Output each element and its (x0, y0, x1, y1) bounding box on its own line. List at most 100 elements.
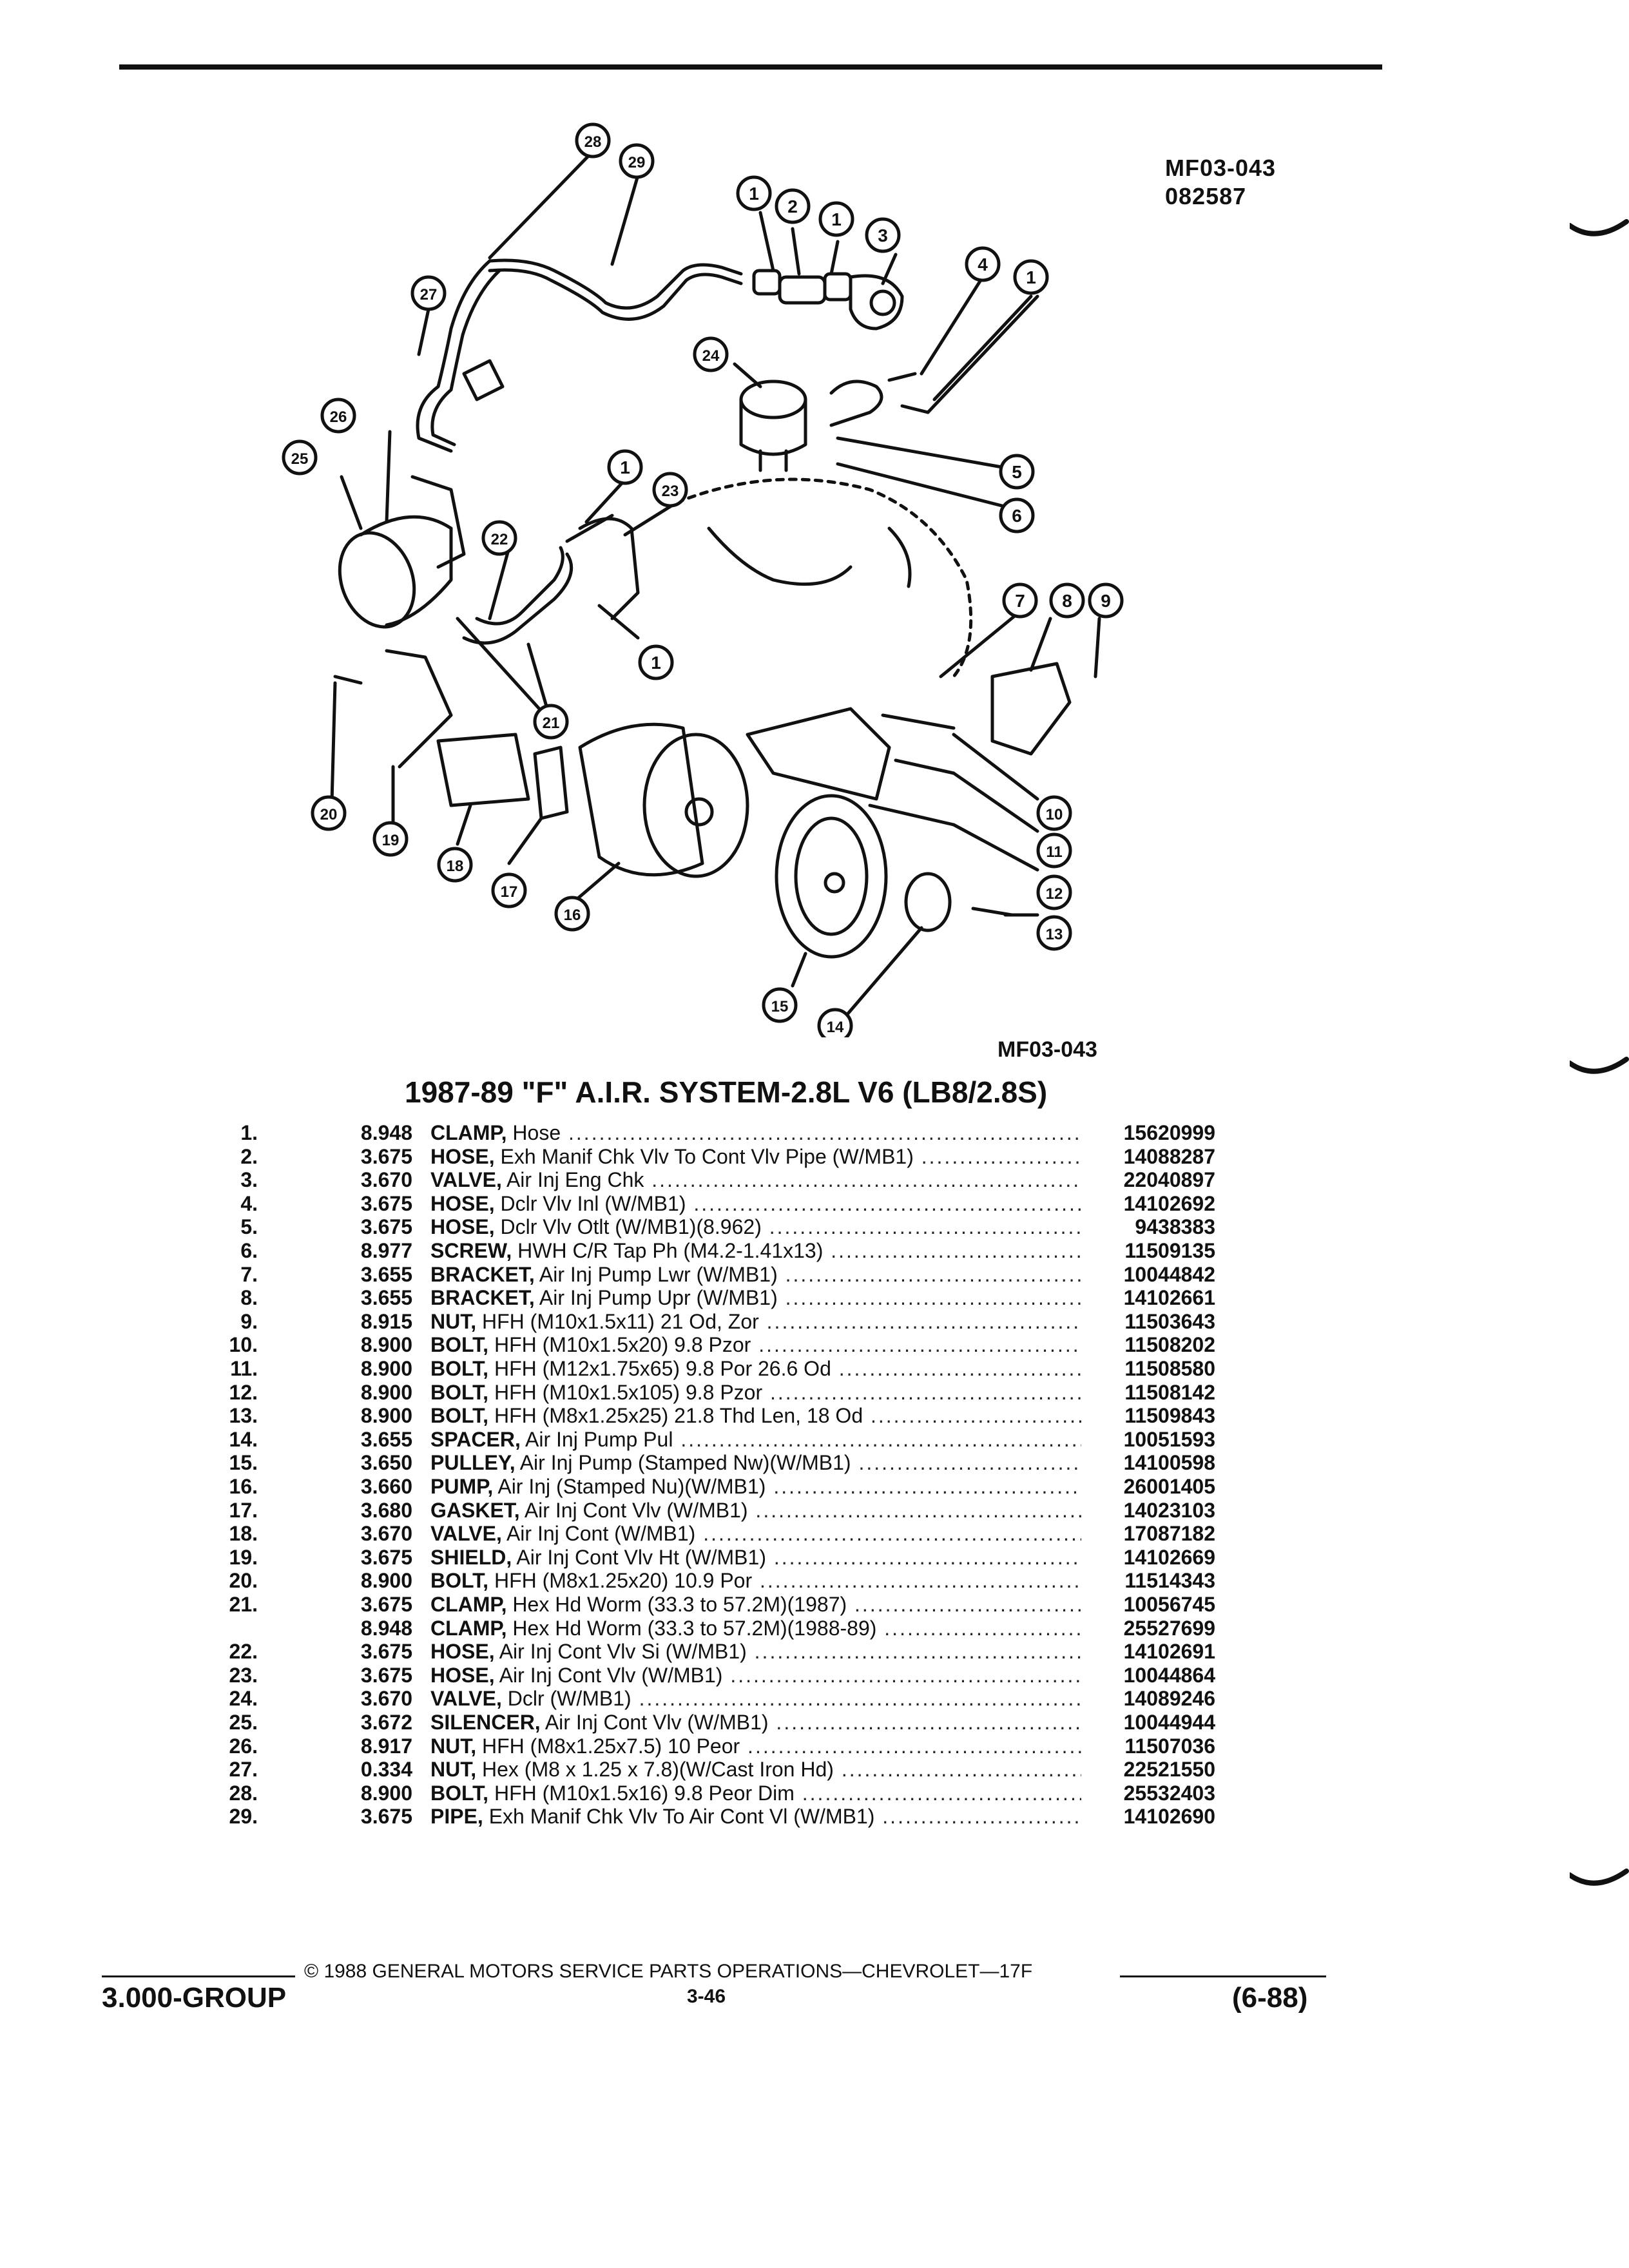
part-detail: Hose (506, 1121, 561, 1144)
part-description: BOLT, HFH (M10x1.5x105) 9.8 Pzor .......… (430, 1381, 1081, 1404)
leader-dots: ........................................… (882, 1805, 1081, 1829)
part-number-index: 21. (229, 1593, 258, 1616)
section-title: 1987-89 "F" A.I.R. SYSTEM-2.8L V6 (LB8/2… (405, 1075, 1048, 1109)
group-number: 8.900 (360, 1357, 412, 1380)
part-detail: Air Inj Cont Vlv (W/MB1) (494, 1663, 723, 1687)
group-number: 0.334 (360, 1758, 412, 1782)
part-name: HOSE, (430, 1663, 495, 1687)
part-number: 11514343 (1124, 1569, 1215, 1593)
part-name: SHIELD, (430, 1545, 512, 1569)
part-description: SCREW, HWH C/R Tap Ph (M4.2-1.41x13) ...… (430, 1239, 1081, 1262)
part-description: PIPE, Exh Manif Chk Vlv To Air Cont Vl (… (430, 1805, 1081, 1828)
footer-group: 3.000-GROUP (102, 1982, 287, 2013)
callout-label: 3 (878, 226, 888, 245)
part-description: SHIELD, Air Inj Cont Vlv Ht (W/MB1) ....… (430, 1546, 1081, 1569)
part-number: 11508580 (1124, 1357, 1215, 1380)
group-number: 3.675 (360, 1593, 412, 1616)
part-name: PUMP, (430, 1475, 494, 1498)
leader-dots: ........................................… (755, 1498, 1081, 1522)
part-name: SPACER, (430, 1427, 521, 1451)
callout-24: 24 (693, 336, 729, 372)
part-name: BOLT, (430, 1380, 489, 1404)
part-detail: Air Inj Cont Vlv Ht (W/MB1) (512, 1545, 766, 1569)
leader-dots: ........................................… (754, 1640, 1081, 1664)
leader-dots: ........................................… (773, 1475, 1081, 1498)
part-name: HOSE, (430, 1640, 495, 1664)
part-number: 11508202 (1124, 1333, 1215, 1357)
part-number-index: 7. (240, 1262, 258, 1286)
part-description: BOLT, HFH (M8x1.25x25) 21.8 Thd Len, 18 … (430, 1404, 1081, 1427)
callout-label: 29 (628, 154, 646, 171)
part-description: BOLT, HFH (M10x1.5x16) 9.8 Peor Dim ....… (430, 1782, 1081, 1805)
callout-10: 10 (1036, 795, 1072, 831)
part-description: HOSE, Air Inj Cont Vlv (W/MB1) .........… (430, 1664, 1081, 1687)
part-name: BOLT, (430, 1781, 489, 1805)
part-number-index: 8. (240, 1286, 258, 1310)
part-description: CLAMP, Hex Hd Worm (33.3 to 57.2M)(1987)… (430, 1593, 1081, 1616)
leader-dots: ........................................… (802, 1781, 1081, 1805)
part-number-index: 25. (229, 1711, 258, 1734)
callout-6: 6 (999, 497, 1035, 533)
part-name: PIPE, (430, 1805, 483, 1829)
part-detail: Dclr (W/MB1) (501, 1687, 631, 1711)
part-name: CLAMP, (430, 1616, 507, 1640)
part-description: GASKET, Air Inj Cont Vlv (W/MB1) .......… (430, 1499, 1081, 1522)
leader-dots: ........................................… (841, 1758, 1081, 1782)
leader-dots: ........................................… (858, 1451, 1081, 1475)
part-number-index: 22. (229, 1640, 258, 1664)
callout-label: 12 (1046, 885, 1063, 903)
part-name: VALVE, (430, 1522, 502, 1546)
callout-label: 5 (1012, 462, 1022, 482)
part-description: VALVE, Dclr (W/MB1) ....................… (430, 1687, 1081, 1710)
part-description: BOLT, HFH (M8x1.25x20) 10.9 Por ........… (430, 1569, 1081, 1592)
part-description: PUMP, Air Inj (Stamped Nu)(W/MB1) ......… (430, 1475, 1081, 1498)
part-description: VALVE, Air Inj Cont (W/MB1) ............… (430, 1522, 1081, 1545)
callout-label: 18 (447, 858, 464, 875)
callout-label: 25 (291, 450, 309, 468)
top-rule (119, 64, 1382, 70)
callout-1: 1 (607, 449, 643, 485)
part-name: CLAMP, (430, 1121, 507, 1144)
group-number: 8.917 (360, 1734, 412, 1758)
table-row: 23. 3.675 HOSE, Air Inj Cont Vlv (W/MB1) .… (0, 1664, 1629, 1687)
part-detail: Air Inj Pump Upr (W/MB1) (534, 1286, 778, 1310)
part-name: HOSE, (430, 1191, 495, 1215)
part-description: HOSE, Dclr Vlv Inl (W/MB1) .............… (430, 1192, 1081, 1215)
part-detail: HFH (M8x1.25x25) 21.8 Thd Len, 18 Od (488, 1404, 863, 1428)
part-number-index: 29. (229, 1805, 258, 1829)
part-detail: Dclr Vlv Inl (W/MB1) (494, 1191, 686, 1215)
callout-26: 26 (320, 398, 356, 434)
callout-2: 2 (775, 188, 811, 224)
part-number-index: 23. (229, 1663, 258, 1687)
part-number: 14088287 (1123, 1144, 1215, 1168)
group-number: 8.948 (360, 1616, 412, 1640)
part-detail: Dclr Vlv Otlt (W/MB1)(8.962) (494, 1215, 762, 1239)
callout-1: 1 (1013, 259, 1049, 295)
part-number: 15620999 (1123, 1121, 1215, 1144)
page-edge-mark (1570, 1869, 1629, 1886)
callout-16: 16 (554, 896, 590, 932)
callout-label: 15 (771, 998, 789, 1015)
callout-label: 10 (1046, 806, 1063, 823)
leader-dots: ........................................… (770, 1380, 1081, 1404)
part-description: BOLT, HFH (M10x1.5x20) 9.8 Pzor ........… (430, 1333, 1081, 1356)
callout-1: 1 (736, 175, 772, 211)
callout-1: 1 (818, 201, 854, 237)
group-number: 3.675 (360, 1191, 412, 1215)
part-name: BOLT, (430, 1357, 489, 1380)
part-number: 14102691 (1123, 1640, 1215, 1664)
callout-17: 17 (491, 872, 527, 908)
part-name: HOSE, (430, 1215, 495, 1239)
group-number: 3.675 (360, 1663, 412, 1687)
part-number-index: 1. (240, 1121, 258, 1144)
part-name: NUT, (430, 1734, 477, 1758)
part-number-index: 14. (229, 1427, 258, 1451)
